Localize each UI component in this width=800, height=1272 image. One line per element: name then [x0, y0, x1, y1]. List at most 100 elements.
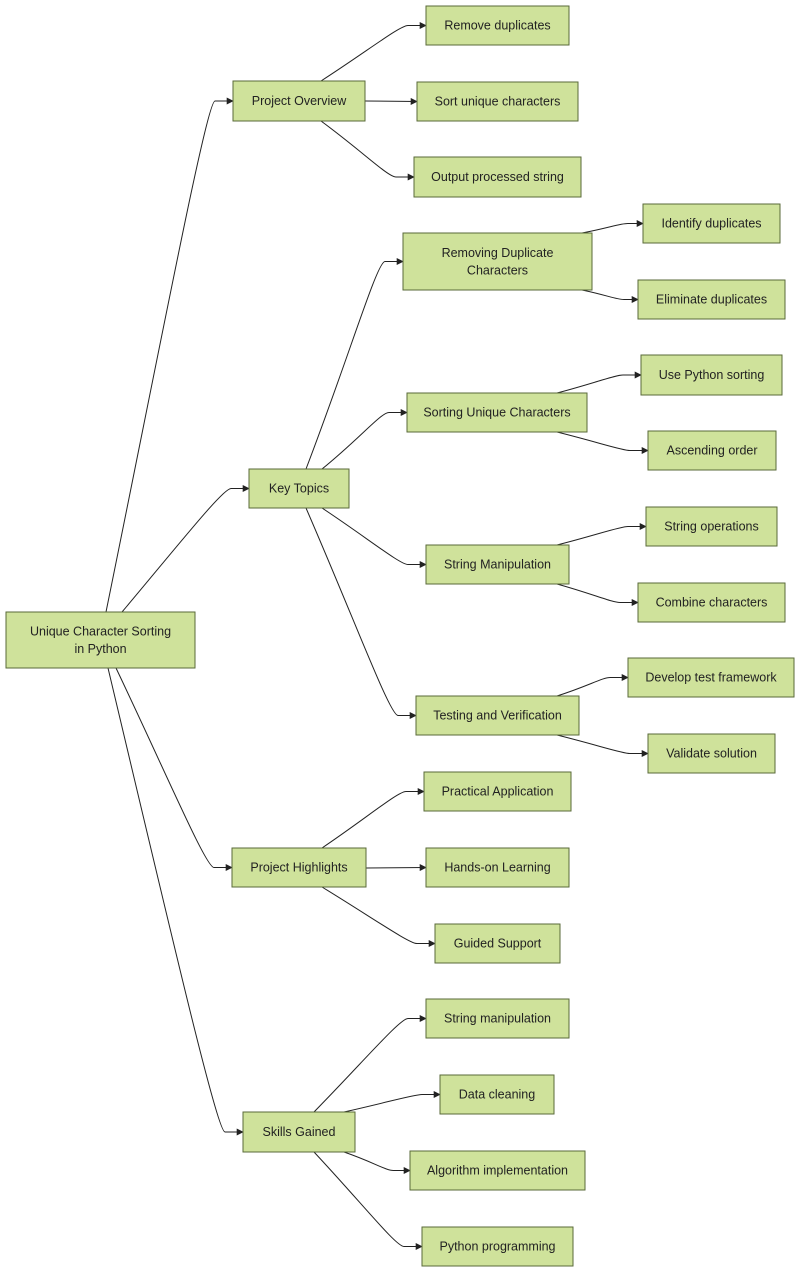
node-label: Sorting Unique Characters [423, 406, 570, 420]
node-label: Key Topics [269, 482, 329, 496]
connector-to-ov2 [364, 97, 418, 105]
connector-to-ph2 [365, 864, 427, 872]
node-label: Data cleaning [459, 1088, 535, 1102]
node-kt2: Sorting Unique Characters [406, 392, 588, 433]
node-box [415, 695, 580, 736]
connector-to-kt1b [581, 289, 639, 303]
node-box [423, 771, 572, 812]
node-label: Use Python sorting [659, 368, 765, 382]
node-box [647, 430, 777, 471]
node-label: Hands-on Learning [444, 861, 550, 875]
connector-to-kt4a [556, 674, 629, 697]
node-label: Validate solution [666, 747, 757, 761]
connector-to-kt2a [556, 371, 642, 394]
connector-to-kt2b [556, 431, 649, 454]
node-label: String manipulation [444, 1012, 551, 1026]
node-topics: Key Topics [248, 468, 350, 509]
node-label: Develop test framework [645, 671, 777, 685]
node-label: Output processed string [431, 170, 564, 184]
node-ph2: Hands-on Learning [425, 847, 570, 888]
node-kt1a: Identify duplicates [642, 203, 781, 244]
node-label: Eliminate duplicates [656, 293, 767, 307]
node-ov1: Remove duplicates [425, 5, 570, 46]
node-kt4b: Validate solution [647, 733, 776, 774]
node-label: Skills Gained [263, 1125, 336, 1139]
node-label: Python programming [439, 1240, 555, 1254]
node-highlights: Project Highlights [231, 847, 367, 888]
node-box [413, 156, 582, 198]
node-label: Identify duplicates [661, 217, 761, 231]
node-box [425, 847, 570, 888]
node-sg1: String manipulation [425, 998, 570, 1039]
node-ov2: Sort unique characters [416, 81, 579, 122]
node-label: Guided Support [454, 937, 542, 951]
connector-to-kt3 [321, 507, 427, 568]
node-kt4a: Develop test framework [627, 657, 795, 698]
node-label: Combine characters [656, 596, 768, 610]
node-sg3: Algorithm implementation [409, 1150, 586, 1191]
node-ph3: Guided Support [434, 923, 561, 964]
connector-to-overview [105, 97, 234, 613]
node-label: in Python [74, 642, 126, 656]
connector-to-ph3 [321, 886, 436, 947]
node-box [645, 506, 778, 547]
node-box [231, 847, 367, 888]
node-box [402, 232, 593, 291]
node-kt2a: Use Python sorting [640, 354, 783, 396]
connector-to-skills [107, 667, 244, 1136]
node-kt3a: String operations [645, 506, 778, 547]
node-label: Characters [467, 263, 528, 277]
connector-to-kt1 [305, 258, 404, 470]
node-box [637, 582, 786, 623]
node-box [416, 81, 579, 122]
connector-layer [105, 22, 649, 1250]
node-box [421, 1226, 574, 1267]
node-label: String operations [664, 520, 759, 534]
node-label: Practical Application [442, 785, 554, 799]
node-kt3b: Combine characters [637, 582, 786, 623]
connector-to-highlights [115, 667, 233, 871]
connector-to-kt4 [305, 507, 417, 719]
node-sg4: Python programming [421, 1226, 574, 1267]
node-label: Ascending order [666, 444, 757, 458]
connector-to-kt3a [556, 523, 647, 546]
node-ph1: Practical Application [423, 771, 572, 812]
node-kt1b: Eliminate duplicates [637, 279, 786, 320]
node-label: String Manipulation [444, 558, 551, 572]
node-box [242, 1111, 356, 1153]
connector-to-sg1 [313, 1015, 427, 1113]
node-box [425, 998, 570, 1039]
node-box [5, 611, 196, 669]
node-label: Testing and Verification [433, 709, 562, 723]
node-kt3: String Manipulation [425, 544, 570, 585]
node-label: Project Overview [252, 94, 347, 108]
node-box [640, 354, 783, 396]
connector-to-ov3 [320, 120, 415, 181]
connector-to-kt1a [581, 220, 644, 234]
node-box [642, 203, 781, 244]
node-box [434, 923, 561, 964]
node-root: Unique Character Sorting in Python [5, 611, 196, 669]
node-skills: Skills Gained [242, 1111, 356, 1153]
connector-to-ph1 [321, 788, 425, 849]
connector-to-kt2 [321, 409, 408, 470]
node-box [425, 5, 570, 46]
node-box [232, 80, 366, 122]
connector-to-kt3b [556, 583, 639, 606]
node-box [248, 468, 350, 509]
node-box [439, 1074, 555, 1115]
connector-to-sg4 [313, 1151, 423, 1250]
node-label: Algorithm implementation [427, 1164, 568, 1178]
node-box [409, 1150, 586, 1191]
node-box [406, 392, 588, 433]
node-kt4: Testing and Verification [415, 695, 580, 736]
connector-to-sg3 [343, 1151, 411, 1174]
node-label: Unique Character Sorting [30, 624, 171, 638]
connector-to-sg2 [343, 1091, 441, 1113]
connector-to-ov1 [320, 22, 427, 82]
node-label: Project Highlights [250, 861, 347, 875]
node-box [637, 279, 786, 320]
node-label: Remove duplicates [444, 19, 550, 33]
